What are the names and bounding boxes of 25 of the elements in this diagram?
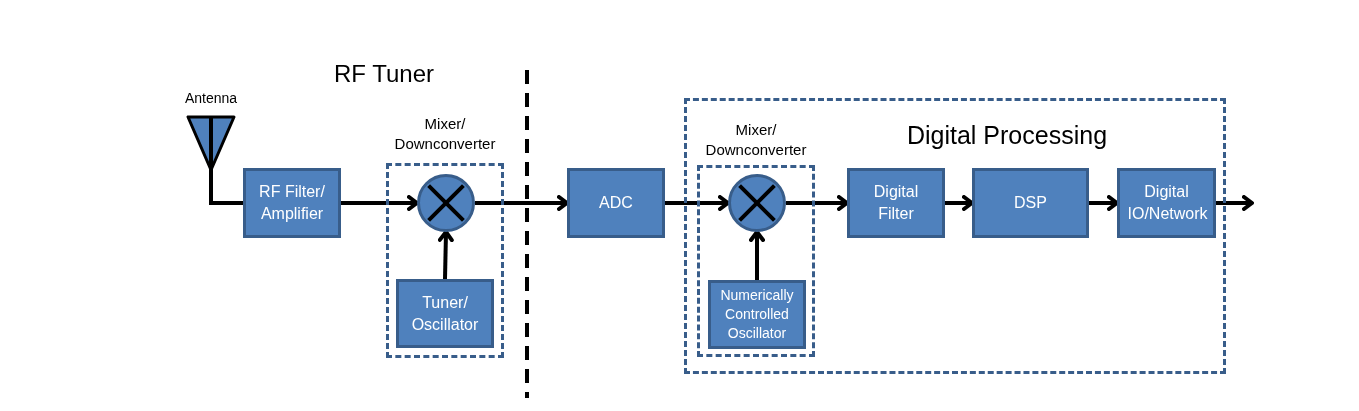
mixer-symbol xyxy=(417,174,475,232)
process-box: Tuner/ Oscillator xyxy=(396,279,494,348)
arrow xyxy=(1089,195,1119,211)
dashed-group-box xyxy=(684,98,1226,374)
arrow xyxy=(437,230,454,280)
mixer-symbol xyxy=(728,174,786,232)
arrow xyxy=(1216,195,1254,211)
group-heading: Mixer/ Downconverter xyxy=(393,114,497,153)
arrow xyxy=(209,172,243,205)
process-box: Digital Filter xyxy=(847,168,945,238)
process-box: Digital IO/Network xyxy=(1117,168,1216,238)
arrow xyxy=(665,195,730,211)
process-box: Numerically Controlled Oscillator xyxy=(708,280,806,349)
arrow xyxy=(786,195,849,211)
process-box: RF Filter/ Amplifier xyxy=(243,168,341,238)
arrow xyxy=(341,195,419,211)
process-box: ADC xyxy=(567,168,665,238)
section-title: RF Tuner xyxy=(334,60,435,88)
process-box: DSP xyxy=(972,168,1089,238)
arrow xyxy=(945,195,974,211)
antenna-label: Antenna xyxy=(183,90,239,107)
arrow xyxy=(749,230,765,280)
group-heading: Mixer/ Downconverter xyxy=(704,120,808,159)
arrow xyxy=(475,195,569,211)
group-heading: Digital Processing xyxy=(905,120,1109,151)
